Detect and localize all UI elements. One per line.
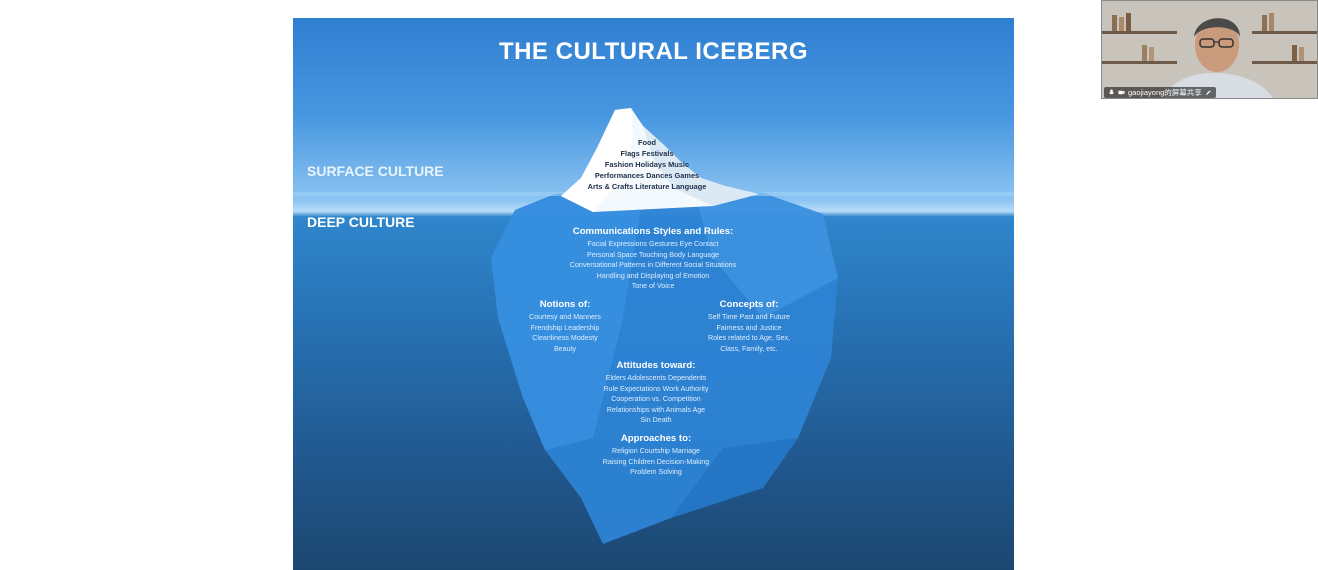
group-line: Personal Space Touching Body Language — [587, 250, 719, 259]
group-heading: Notions of: — [539, 299, 591, 310]
group-line: Cleanliness Modesty — [532, 334, 598, 343]
deep-culture-label: DEEP CULTURE — [307, 214, 415, 230]
participant-avatar — [1163, 18, 1273, 98]
approaches-group: Approaches to: Religion Courtship Marria… — [558, 433, 754, 478]
group-line: Beauty — [553, 344, 577, 353]
attitudes-group: Attitudes toward: Elders Adolescents Dep… — [553, 360, 759, 426]
surface-culture-list: Food Flags Festivals Fashion Holidays Mu… — [561, 137, 733, 192]
tip-line: Arts & Crafts Literature Language — [587, 182, 707, 191]
group-line: Rule Expectations Work Authority — [603, 384, 709, 393]
tip-line: Performances Dances Games — [594, 171, 700, 180]
group-line: Sin Death — [640, 416, 672, 425]
group-heading: Communications Styles and Rules: — [572, 226, 734, 237]
group-line: Facial Expressions Gestures Eye Contact — [587, 240, 719, 248]
communication-styles-group: Communications Styles and Rules: Facial … — [528, 226, 778, 292]
group-heading: Concepts of: — [719, 299, 779, 310]
group-line: Fairness and Justice — [716, 323, 782, 332]
group-line: Cooperation vs. Competition — [611, 395, 701, 404]
shared-slide: THE CULTURAL ICEBERG SURFACE CULTURE DEE… — [293, 18, 1014, 570]
concepts-group: Concepts of: Self Time Past and Future F… — [678, 299, 820, 354]
camera-icon[interactable] — [1118, 89, 1125, 96]
group-line: Class, Family, etc. — [720, 344, 778, 353]
group-heading: Attitudes toward: — [616, 360, 696, 371]
pen-icon[interactable] — [1205, 89, 1212, 96]
group-line: Conversational Patterns in Different Soc… — [569, 261, 737, 270]
group-line: Raising Children Decision-Making — [602, 457, 710, 466]
group-heading: Approaches to: — [620, 433, 692, 444]
participant-name-bar: gaojiayong的屏幕共享 — [1104, 87, 1216, 98]
group-line: Self Time Past and Future — [707, 313, 790, 321]
group-line: Problem Solving — [630, 468, 682, 477]
notions-group: Notions of: Courtesy and Manners Frendsh… — [498, 299, 632, 354]
participant-video-tile[interactable]: gaojiayong的屏幕共享 — [1101, 0, 1318, 99]
tip-line: Fashion Holidays Music — [604, 160, 690, 169]
group-line: Frendship Leadership — [530, 323, 600, 332]
group-line: Relationships with Animals Age — [606, 405, 706, 414]
surface-culture-label: SURFACE CULTURE — [307, 163, 444, 179]
group-line: Tone of Voice — [631, 282, 675, 291]
group-line: Courtesy and Manners — [529, 313, 601, 321]
participant-name: gaojiayong的屏幕共享 — [1128, 88, 1202, 97]
group-line: Religion Courtship Marriage — [612, 447, 700, 455]
mic-icon[interactable] — [1108, 89, 1115, 96]
tip-line: Flags Festivals — [620, 149, 674, 158]
group-line: Roles related to Age, Sex, — [707, 334, 791, 343]
group-line: Elders Adolescents Dependents — [605, 374, 707, 382]
tip-line: Food — [637, 138, 657, 147]
slide-title: THE CULTURAL ICEBERG — [498, 38, 809, 65]
iceberg-illustration — [293, 108, 1014, 544]
group-line: Handling and Displaying of Emotion — [596, 271, 710, 280]
